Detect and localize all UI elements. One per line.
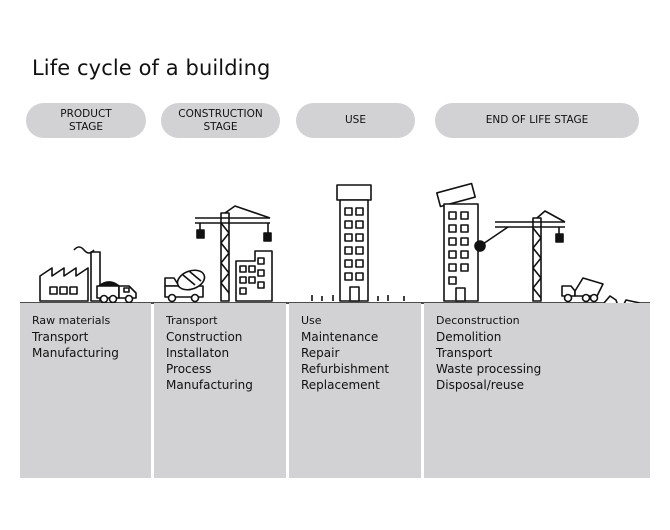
panel-item: Replacement bbox=[301, 378, 380, 392]
panel-item: Deconstruction bbox=[436, 314, 520, 327]
building-under-construction-icon bbox=[235, 250, 273, 302]
damaged-building-icon bbox=[436, 182, 479, 302]
panel-item: Waste processing bbox=[436, 362, 542, 376]
stage-panel-use: Use Maintenance Repair Refurbishment Rep… bbox=[289, 303, 421, 478]
panel-item: Use bbox=[301, 314, 322, 327]
panel-item: Raw materials bbox=[32, 314, 111, 327]
stage-panel-construction: Transport Construction Installaton Proce… bbox=[154, 303, 286, 478]
diagram-title: Life cycle of a building bbox=[32, 56, 271, 80]
factory-icon bbox=[39, 246, 101, 302]
panel-item: Manufacturing bbox=[166, 378, 253, 392]
stage-pill-end-of-life: END OF LIFE STAGE bbox=[435, 103, 639, 138]
demolition-crane-icon bbox=[474, 210, 566, 302]
stage-panel-product: Raw materials Transport Manufacturing bbox=[20, 303, 151, 478]
dump-truck-icon bbox=[96, 281, 137, 304]
panel-item: Transport bbox=[166, 314, 218, 327]
panel-item: Installaton bbox=[166, 346, 230, 360]
panel-item: Demolition bbox=[436, 330, 502, 344]
panel-item: Process bbox=[166, 362, 212, 376]
panel-item: Transport bbox=[32, 330, 89, 344]
stage-pill-product: PRODUCT STAGE bbox=[26, 103, 146, 138]
panel-item: Manufacturing bbox=[32, 346, 119, 360]
panel-item: Refurbishment bbox=[301, 362, 390, 376]
tower-building-icon bbox=[336, 184, 372, 302]
tipper-truck-icon bbox=[561, 277, 604, 303]
construction-crane-icon bbox=[195, 205, 272, 302]
cement-mixer-icon bbox=[164, 269, 206, 303]
panel-item: Repair bbox=[301, 346, 340, 360]
stage-panel-end-of-life: Deconstruction Demolition Transport Wast… bbox=[424, 303, 650, 478]
stage-pill-use: USE bbox=[296, 103, 415, 138]
panel-item: Disposal/reuse bbox=[436, 378, 525, 392]
grass-tufts bbox=[311, 295, 405, 301]
stage-pill-construction: CONSTRUCTION STAGE bbox=[161, 103, 280, 138]
panel-item: Construction bbox=[166, 330, 243, 344]
panel-item: Transport bbox=[436, 346, 493, 360]
panel-item: Maintenance bbox=[301, 330, 379, 344]
